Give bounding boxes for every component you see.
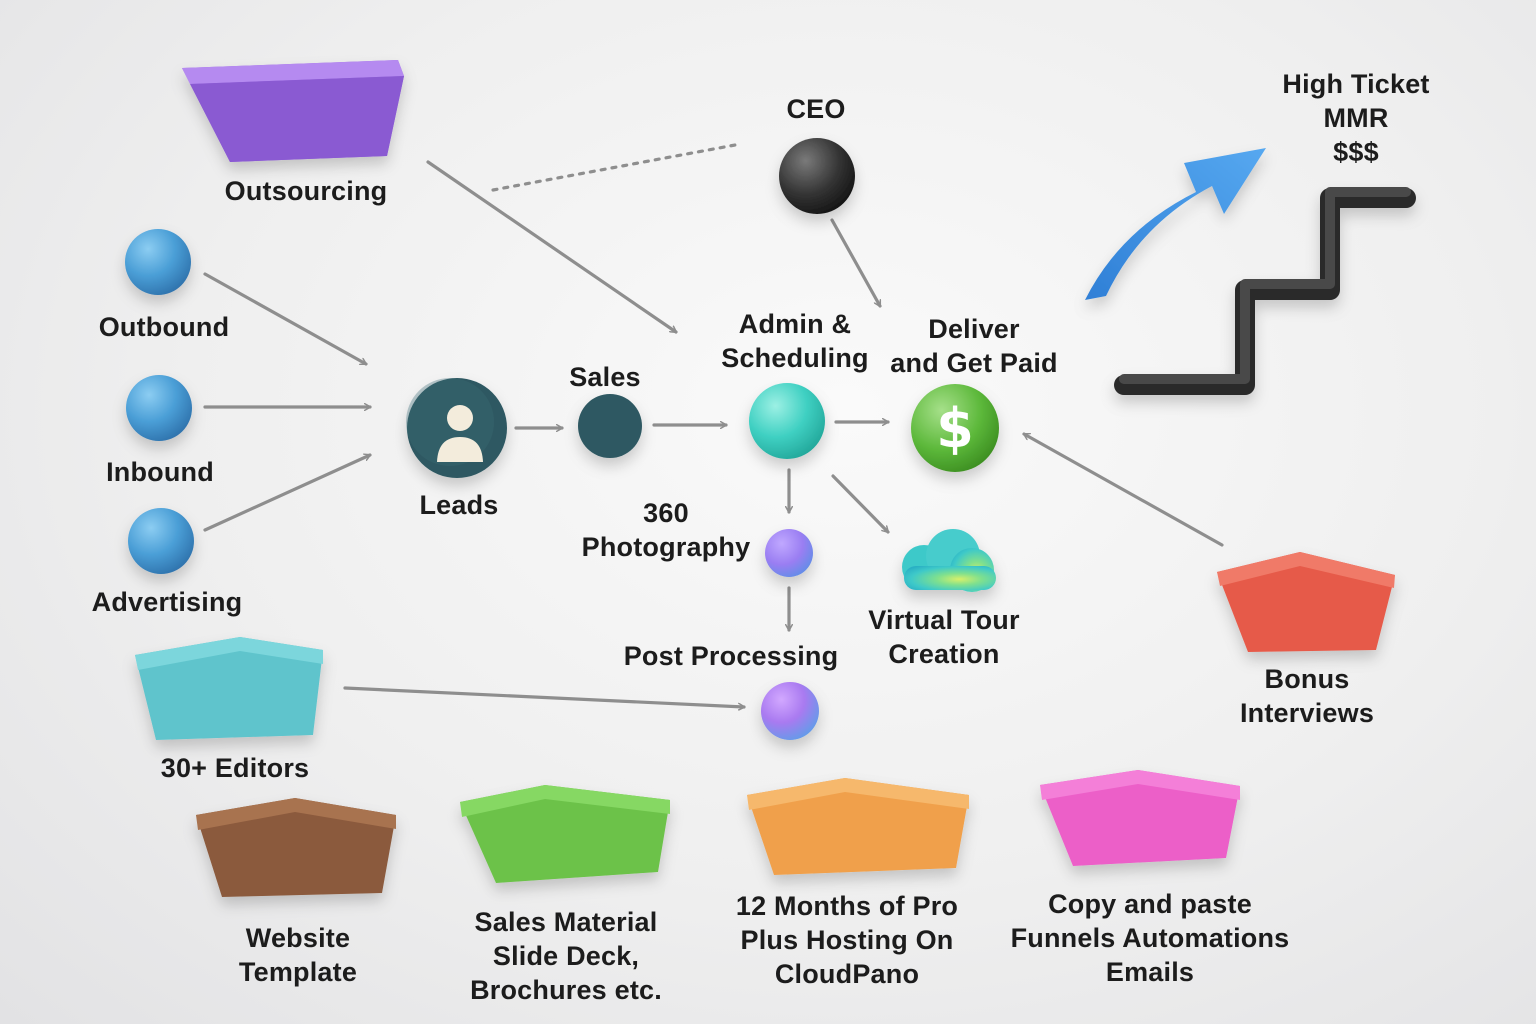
editors-label: 30+ Editors	[160, 753, 310, 783]
funnels-block	[1040, 770, 1240, 866]
outsourcing-block	[182, 60, 404, 162]
arrow-bonus-deliver	[1022, 432, 1224, 547]
ceo-label: CEO	[786, 94, 846, 124]
website-block	[196, 798, 396, 897]
arrow-ceo-deliver	[830, 218, 882, 308]
ceo-node	[779, 138, 855, 214]
connector-outsourcing-ceo	[491, 143, 737, 192]
arrow-advertising-leads	[203, 453, 372, 532]
hosting-block	[747, 778, 969, 875]
inbound-node	[126, 375, 192, 441]
advertising-label: Advertising	[91, 587, 243, 617]
sales-label: Sales	[569, 362, 641, 392]
dollar-icon: $	[936, 397, 974, 460]
advertising-node	[128, 508, 194, 574]
editors-block	[135, 637, 323, 740]
growth-arrow-icon	[1085, 148, 1266, 300]
sales-material-block	[460, 785, 670, 883]
sales-node	[578, 394, 642, 458]
leads-label: Leads	[419, 490, 499, 520]
arrow-outbound-leads	[203, 272, 368, 366]
bonus-block	[1217, 552, 1395, 652]
outbound-label: Outbound	[98, 312, 230, 342]
post-processing-label: Post Processing	[623, 641, 839, 671]
outbound-node	[125, 229, 191, 295]
connectors	[203, 143, 1224, 707]
cloud-icon	[902, 529, 996, 592]
inbound-label: Inbound	[106, 457, 214, 487]
post-processing-node	[761, 682, 819, 740]
photography-node	[765, 529, 813, 577]
admin-node	[749, 383, 825, 459]
deliver-node	[911, 384, 999, 472]
arrow-editors-post	[343, 686, 746, 707]
user-icon	[437, 405, 483, 462]
admin-label: Admin &Scheduling	[721, 309, 869, 373]
arrow-admin-virtual-tour	[831, 474, 890, 534]
outsourcing-label: Outsourcing	[224, 176, 388, 206]
steps-icon	[1114, 187, 1416, 395]
svg-text:$: $	[936, 397, 974, 460]
arrow-outsourcing-admin	[426, 160, 678, 334]
